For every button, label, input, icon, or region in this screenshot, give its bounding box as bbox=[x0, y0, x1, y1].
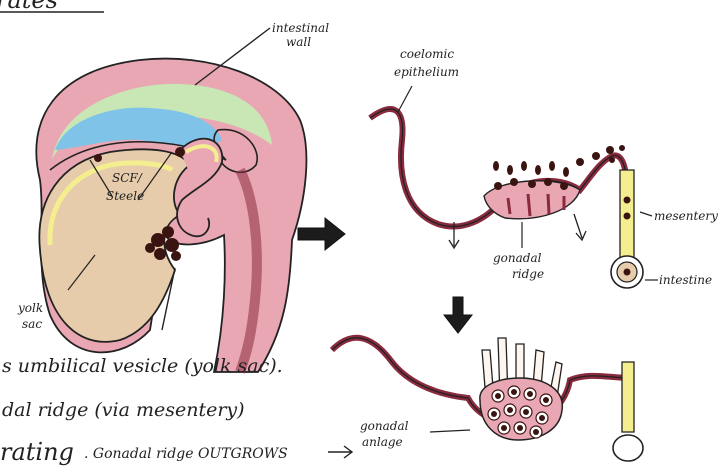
label-gonadal-ridge-2: ridge bbox=[512, 267, 544, 281]
label-intestinal-wall-1: intestinal bbox=[272, 21, 329, 35]
note-line-3-b: . Gonadal ridge OUTGROWS bbox=[84, 446, 288, 462]
intestinal-wall-cell bbox=[175, 147, 185, 157]
leader-gonadal-anlage bbox=[430, 430, 470, 432]
anlage-mesentery-stalk bbox=[622, 362, 634, 432]
label-intestine: intestine bbox=[659, 273, 712, 287]
label-scf-1: SCF/ bbox=[112, 171, 144, 185]
label-intestinal-wall-2: wall bbox=[286, 35, 311, 49]
label-coelomic-1: coelomic bbox=[400, 47, 454, 61]
intestine-lumen bbox=[624, 269, 631, 276]
label-gonadal-anlage-1: gonadal bbox=[360, 419, 409, 433]
label-gonadal-ridge-1: gonadal bbox=[493, 251, 542, 265]
note-line-3-a: rating bbox=[0, 438, 74, 466]
arrow-down bbox=[444, 297, 472, 333]
gonadal-ridge-diagram: coelomic epithelium mesentery gonadal ri… bbox=[370, 47, 718, 288]
label-mesentery: mesentery bbox=[654, 209, 718, 223]
note-line-2: dal ridge (via mesentery) bbox=[2, 399, 245, 421]
label-scf-2: Steele bbox=[106, 189, 144, 203]
label-yolk-sac-1: yolk bbox=[17, 301, 43, 315]
down-arrow-right bbox=[574, 214, 586, 240]
embryo-cross-section: intestinal wall SCF/ Steele yolk sac bbox=[17, 21, 329, 372]
label-coelomic-2: epithelium bbox=[394, 65, 459, 79]
note-line-1: s umbilical vesicle (yolk sac). bbox=[2, 355, 283, 377]
handwritten-notes: s umbilical vesicle (yolk sac). dal ridg… bbox=[0, 355, 409, 466]
label-yolk-sac-2: sac bbox=[22, 317, 42, 331]
scf-cell bbox=[94, 154, 102, 162]
leader-coelomic bbox=[398, 86, 412, 112]
arrow-right bbox=[298, 218, 345, 250]
label-gonadal-anlage-2: anlage bbox=[362, 435, 403, 449]
leader-mesentery bbox=[640, 212, 652, 216]
outgrows-arrow bbox=[328, 446, 352, 458]
anlage-intestine bbox=[613, 435, 643, 461]
